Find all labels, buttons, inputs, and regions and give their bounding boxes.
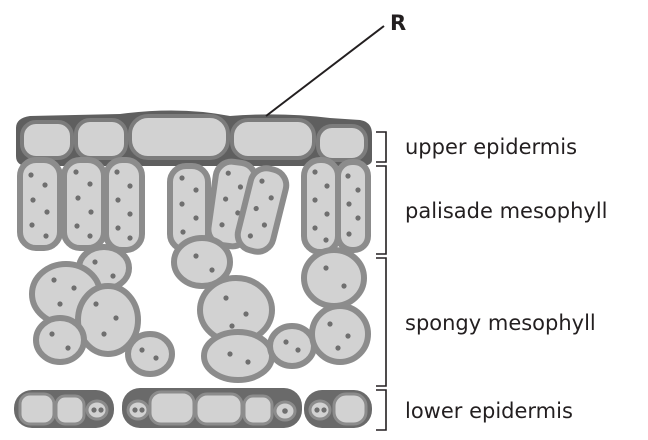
label-spongy-mesophyll: spongy mesophyll	[405, 311, 596, 335]
palisade-cell	[106, 160, 142, 250]
bracket-upper-epidermis	[376, 132, 386, 162]
spongy-cell	[128, 334, 172, 374]
palisade-cell	[338, 162, 368, 250]
label-upper-epidermis: upper epidermis	[405, 135, 577, 159]
bracket-spongy-mesophyll	[376, 258, 386, 386]
spongy-cell	[312, 306, 368, 362]
lower-epidermis	[14, 388, 372, 428]
spongy-cell	[304, 250, 364, 306]
palisade-cell	[64, 160, 104, 248]
brackets	[376, 132, 386, 430]
label-lower-epidermis: lower epidermis	[405, 399, 573, 423]
marker-label: R	[390, 11, 406, 35]
label-palisade-mesophyll: palisade mesophyll	[405, 199, 608, 223]
palisade-cell	[304, 160, 338, 252]
bracket-palisade-mesophyll	[376, 166, 386, 254]
bracket-lower-epidermis	[376, 390, 386, 430]
spongy-cell	[270, 326, 314, 366]
palisade-cell	[20, 160, 60, 248]
marker-pointer-line	[266, 26, 384, 116]
spongy-cell	[204, 332, 272, 380]
spongy-cell	[36, 318, 84, 362]
spongy-mesophyll	[32, 238, 368, 380]
